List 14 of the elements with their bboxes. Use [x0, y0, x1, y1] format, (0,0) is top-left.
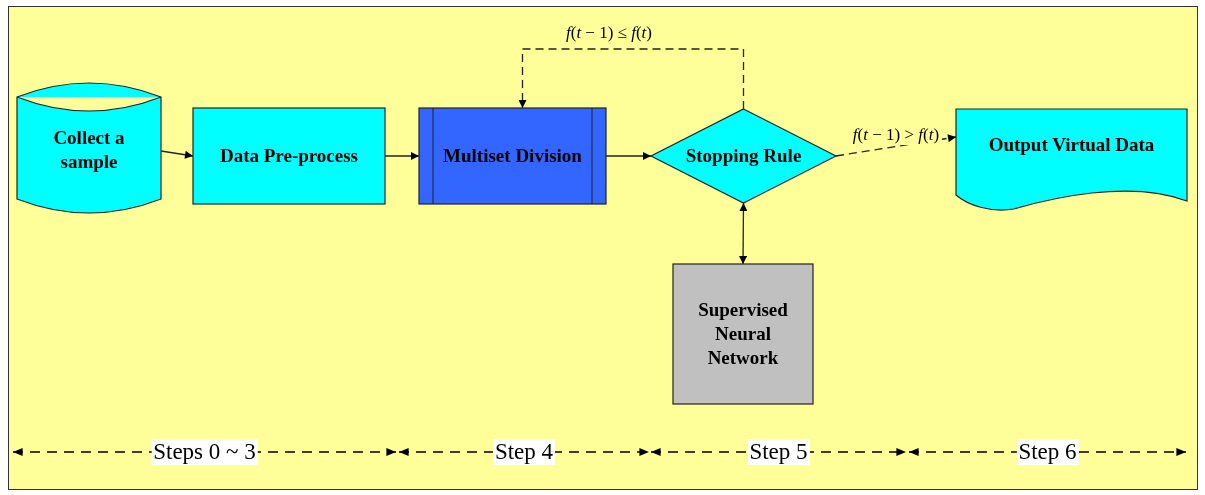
node-label: Output Virtual Data	[988, 133, 1155, 157]
node-label: Collect a sample	[52, 126, 126, 174]
arrow	[160, 150, 194, 159]
node-label: Stopping Rule	[685, 144, 802, 168]
edge-label: f(t − 1) ≤ f(t)	[563, 23, 655, 43]
node-label: Multiset Division	[443, 144, 582, 168]
node-label: Supervised Neural Network	[697, 298, 789, 370]
arrow	[739, 202, 748, 265]
step-label: Step 4	[492, 439, 556, 465]
step-label: Step 5	[747, 439, 810, 465]
step-label: Step 6	[1016, 439, 1079, 465]
node-label: Data Pre-process	[219, 144, 359, 168]
arrow	[518, 48, 745, 110]
step-label: Steps 0 ~ 3	[151, 439, 258, 465]
